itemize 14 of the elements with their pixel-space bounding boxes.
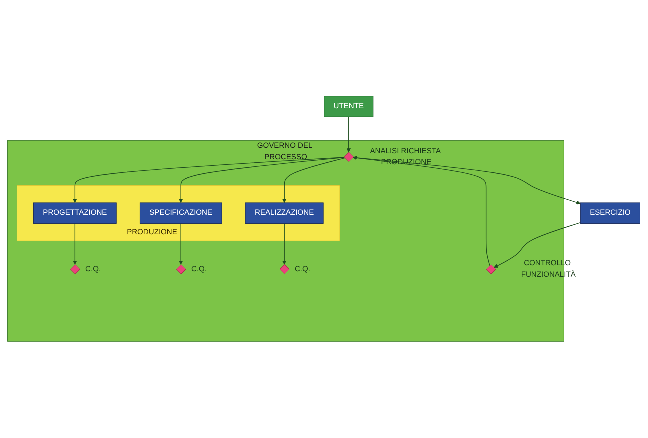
arrow — [179, 157, 345, 204]
arrow — [179, 223, 184, 265]
node-diamond — [70, 264, 80, 274]
arrow — [73, 223, 78, 265]
arrow — [73, 157, 345, 204]
node-diamond — [280, 264, 290, 274]
node-diamond — [176, 264, 186, 274]
arrow — [346, 116, 351, 153]
arrow — [352, 156, 490, 266]
node-diamond — [486, 264, 496, 274]
arrow — [282, 223, 287, 265]
arrow — [282, 158, 346, 204]
node-diamond — [344, 152, 354, 162]
arrow — [494, 222, 582, 268]
